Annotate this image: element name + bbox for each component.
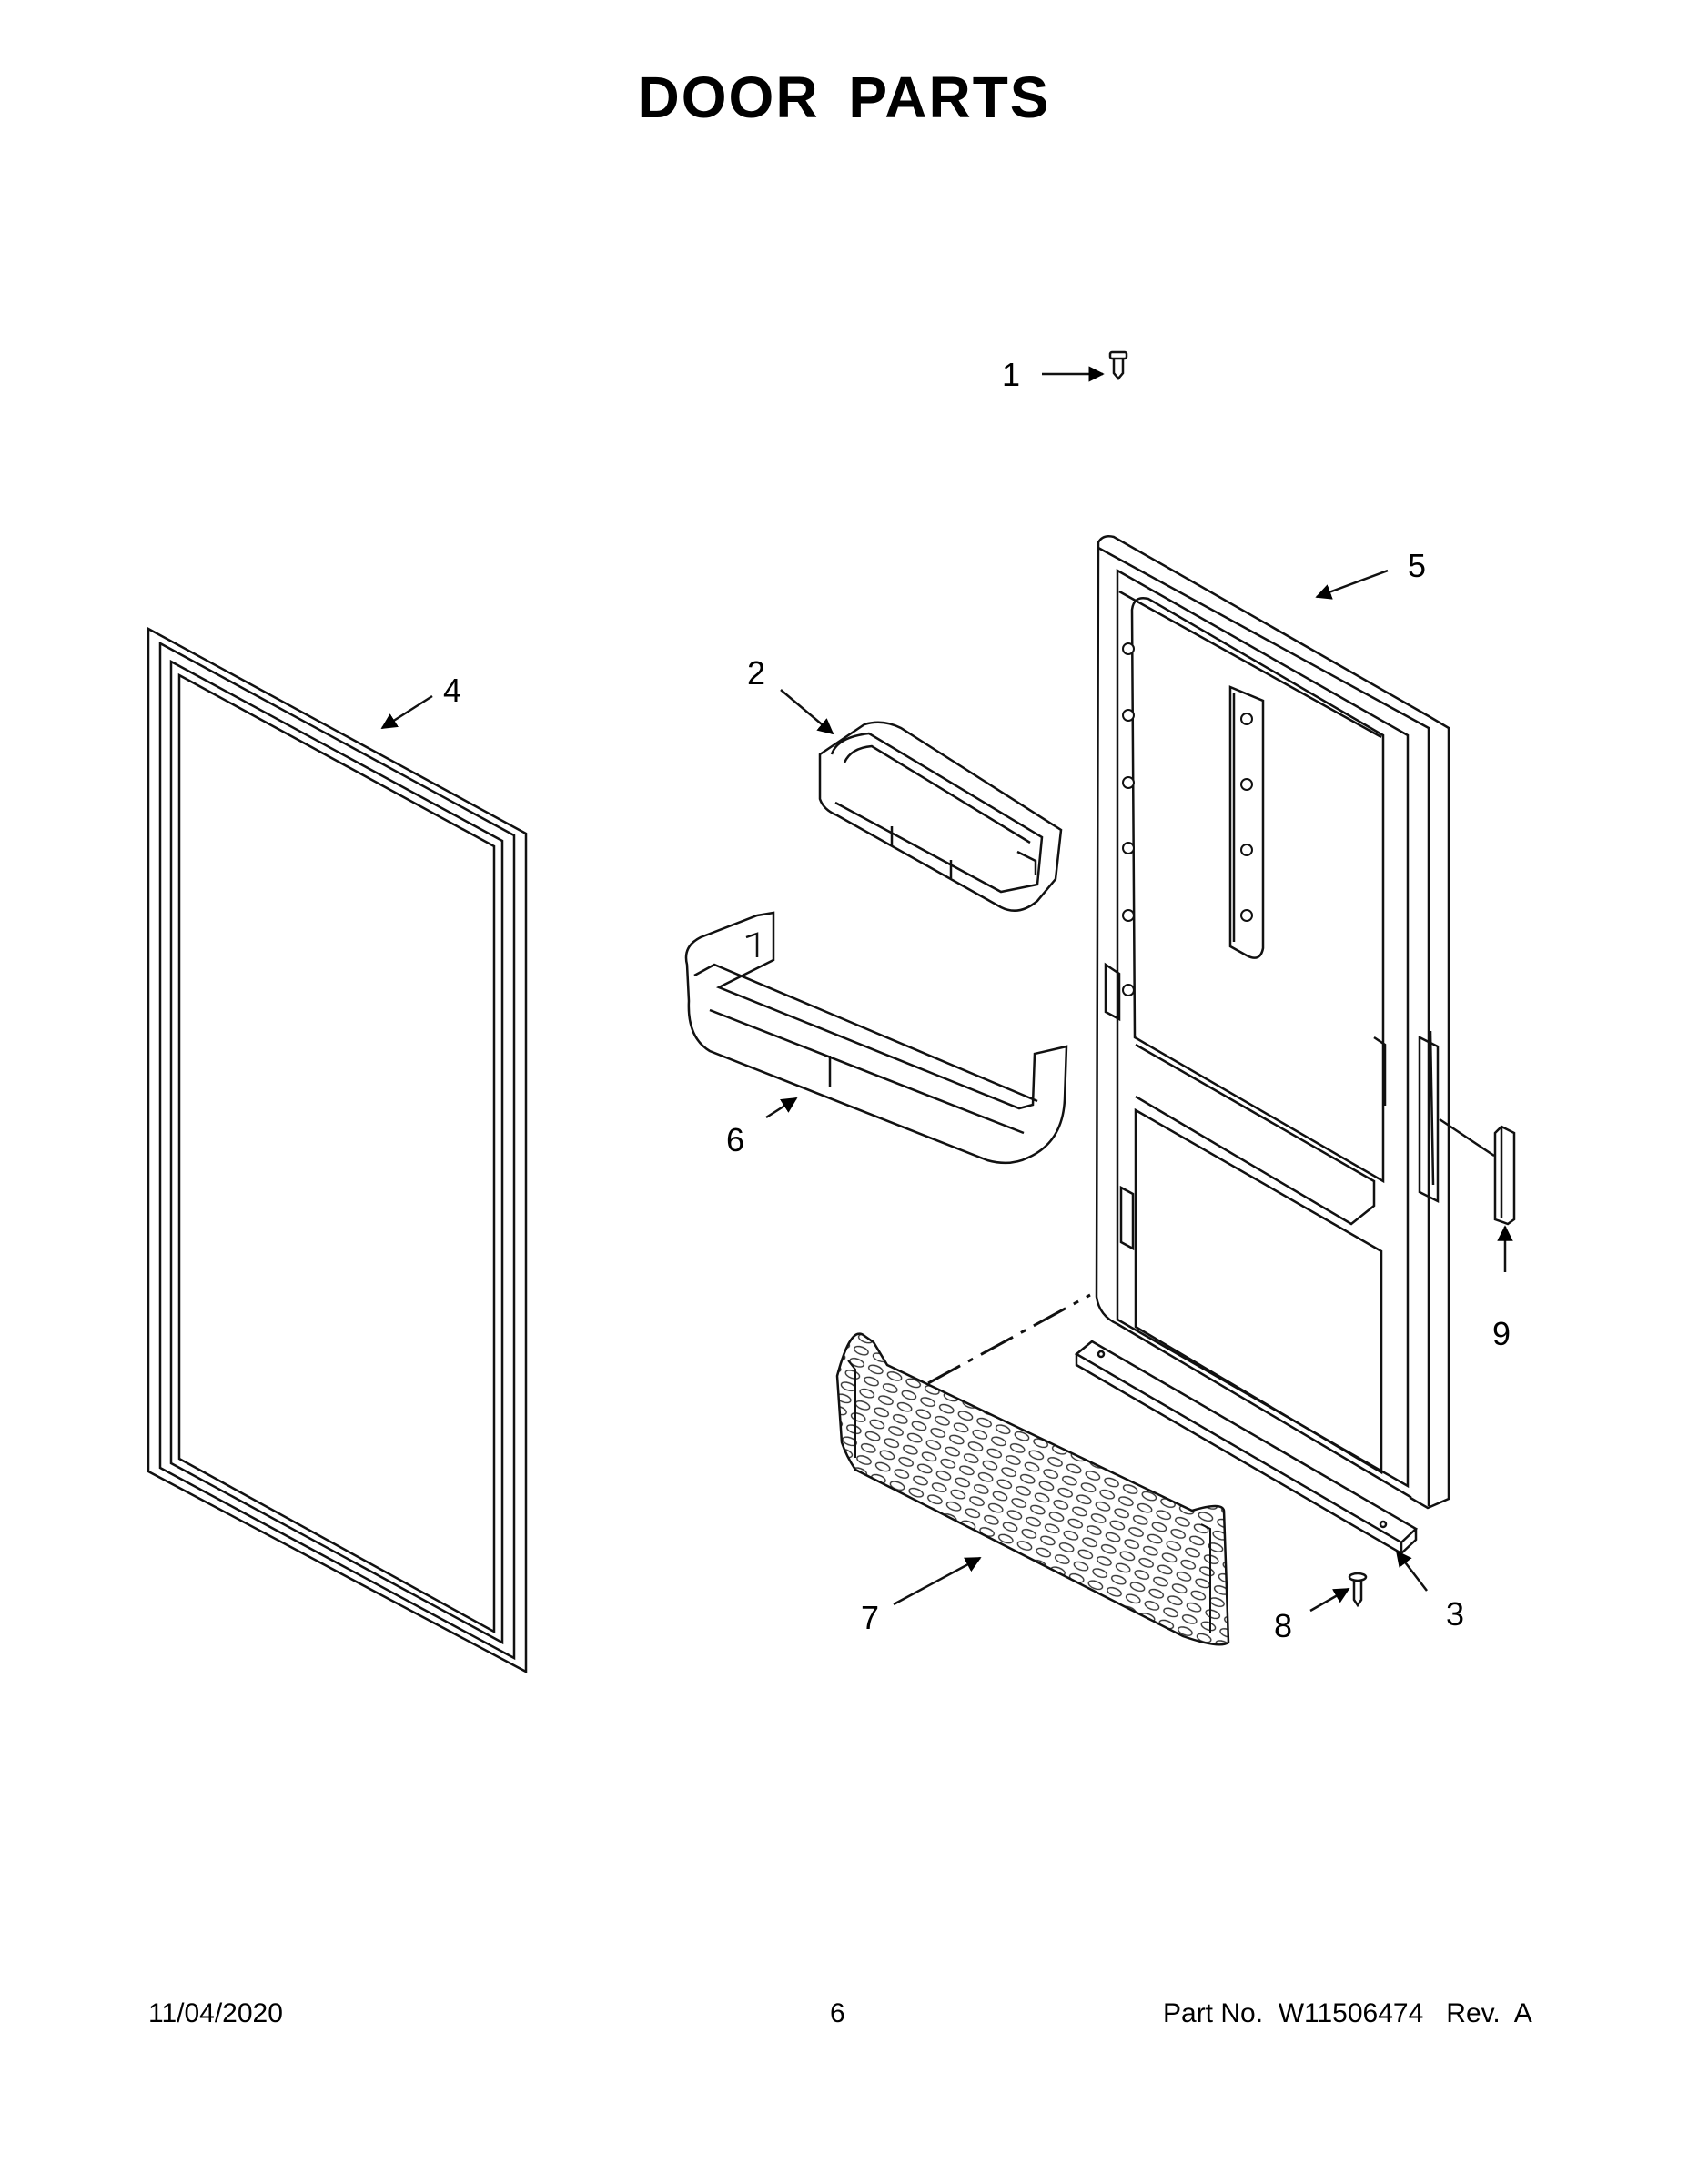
footer-date: 11/04/2020 [148, 1998, 283, 2028]
page-title: DOOR PARTS [637, 65, 1051, 130]
callout-8: 8 [1274, 1607, 1292, 1644]
leader-arrows [380, 366, 1513, 1613]
alignment-line [927, 1293, 1091, 1385]
callout-1: 1 [1002, 356, 1020, 393]
callout-9: 9 [1492, 1315, 1511, 1352]
screw-part-1 [1108, 350, 1128, 380]
hinge-bracket [1074, 1340, 1419, 1556]
footer-page-number: 6 [830, 1998, 845, 2028]
door-rail [684, 911, 1068, 1165]
callout-3: 3 [1446, 1595, 1464, 1633]
kick-plate-grille [835, 1332, 1230, 1646]
callout-6: 6 [726, 1121, 744, 1158]
door-gasket [147, 626, 528, 1674]
callout-5: 5 [1408, 547, 1426, 584]
callout-2: 2 [747, 654, 765, 692]
callout-7: 7 [861, 1599, 879, 1636]
door-bin [818, 721, 1063, 912]
door-liner-mount-holes [1122, 642, 1253, 996]
footer-part-info: Part No. W11506474 Rev. A [1163, 1998, 1532, 2028]
hinge-screw-part-8 [1348, 1572, 1368, 1608]
door-handle [1418, 1035, 1516, 1226]
callout-4: 4 [443, 672, 461, 709]
door-liner [1095, 535, 1450, 1510]
